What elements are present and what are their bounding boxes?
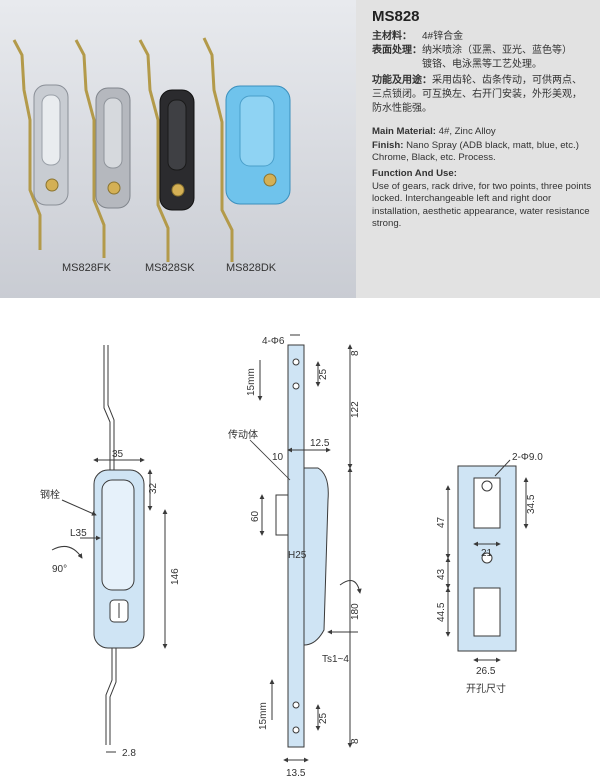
side-hole-1 [292, 358, 300, 366]
leader-bolt [61, 499, 97, 516]
technical-drawings: 35 32 146 L35 钢栓 90° 2.8 4-Φ6 8 25 122 1… [40, 334, 543, 779]
front-handle-grip [101, 479, 135, 591]
spec-en-finish: Finish: Nano Spray (ADB black, matt, blu… [372, 140, 594, 165]
cutout-view [445, 459, 529, 663]
front-rod-bottom [105, 648, 113, 745]
material-value-cn: 4#锌合金 [422, 31, 464, 42]
front-rod-top [107, 345, 115, 475]
cutout-hole-2 [481, 552, 493, 564]
front-view [51, 345, 168, 753]
spec-cn-function: 功能及用途：采用齿轮、齿条传动，可供两点、 [372, 74, 582, 88]
leader-gear [249, 439, 291, 481]
rotate-arrow-icon [51, 545, 83, 559]
side-dim-12-5: 12.5 [310, 438, 330, 449]
spec-cn-finish: 表面处理：纳米喷涂（亚黑、亚光、蓝色等） [372, 44, 572, 58]
side-rack-bar [287, 344, 305, 748]
cutout-label: 开孔尺寸 [466, 682, 506, 695]
cutout-hole-1 [481, 480, 493, 492]
side-dim-8-bottom: 8 [350, 738, 361, 744]
function-line3-cn: 防水性能强。 [372, 103, 432, 114]
model-title: MS828 [372, 8, 420, 25]
finish-label-cn: 表面处理： [372, 45, 422, 56]
front-dim-146: 146 [170, 568, 181, 585]
side-dim-122: 122 [350, 401, 361, 418]
side-dim-180: 180 [350, 603, 361, 620]
front-dim-32: 32 [148, 482, 159, 494]
side-dim-13-5: 13.5 [286, 768, 306, 779]
cutout-dim-43: 43 [436, 568, 447, 580]
front-dim-l35: L35 [70, 528, 87, 539]
front-label-bolt: 钢栓 [40, 488, 60, 501]
cutout-dim-34-5: 34.5 [526, 494, 537, 514]
function-label-en: Function And Use: [372, 168, 457, 179]
function-line1-cn: 采用齿轮、齿条传动，可供两点、 [432, 75, 582, 86]
cutout-slot-upper [473, 477, 501, 529]
finish-value-en: Nano Spray (ADB black, matt, blue, etc.)… [372, 140, 579, 164]
function-value-en: Use of gears, rack drive, for two points… [372, 181, 592, 230]
side-travel-bottom: 15mm [258, 702, 269, 730]
front-angle: 90° [52, 564, 67, 575]
spec-en-material: Main Material: 4#, Zinc Alloy [372, 126, 594, 138]
side-gear-block [275, 494, 289, 536]
side-dim-25-bottom: 25 [318, 712, 329, 724]
latch-matt [74, 39, 131, 258]
cutout-dim-21: 21 [481, 548, 493, 559]
finish-line2-cn: 镀铬、电泳黑等工艺处理。 [422, 59, 542, 70]
finish-line1-cn: 纳米喷涂（亚黑、亚光、蓝色等） [422, 45, 572, 56]
product-photo-panel: MS828FK MS828SK MS828DK [0, 0, 356, 298]
function-label-cn: 功能及用途： [372, 75, 432, 86]
side-hole-3 [292, 701, 300, 709]
side-rotate-arrow-icon [339, 580, 362, 594]
side-label-gear: 传动体 [228, 429, 258, 441]
front-rod-bottom-inner [109, 648, 117, 745]
caption-ms828fk: MS828FK [62, 262, 111, 274]
spec-en-function-label: Function And Use: [372, 168, 594, 180]
function-line2-cn: 三点锁闭。可互换左、右开门安装，外形美观， [372, 89, 582, 100]
front-rod-top-inner [103, 345, 111, 475]
cutout-dim-47: 47 [436, 516, 447, 528]
material-value-en: 4#, Zinc Alloy [438, 126, 496, 137]
cutout-dim-44-5: 44.5 [436, 602, 447, 622]
latch-black [138, 39, 195, 262]
product-photo-illustration [12, 37, 291, 262]
side-dim-60: 60 [250, 510, 261, 522]
finish-label-en: Finish: [372, 140, 404, 151]
side-travel-top: 15mm [246, 368, 257, 396]
side-dim-8-top: 8 [350, 350, 361, 356]
side-hole-4 [292, 726, 300, 734]
side-holes: 4-Φ6 [262, 336, 285, 347]
caption-ms828dk: MS828DK [226, 262, 277, 274]
side-hole-2 [292, 382, 300, 390]
latch-chrome [12, 39, 69, 250]
side-dim-10: 10 [272, 452, 284, 463]
material-label-en: Main Material: [372, 126, 436, 137]
front-dim-2-8: 2.8 [122, 748, 136, 759]
cutout-slot-lower [473, 587, 501, 637]
side-dim-25-top: 25 [318, 368, 329, 380]
spec-panel: MS828 主材料： 4#锌合金 表面处理：纳米喷涂（亚黑、亚光、蓝色等） 镀铬、… [356, 0, 600, 298]
cutout-holes: 2-Φ9.0 [512, 452, 543, 463]
cutout-dim-26-5: 26.5 [476, 666, 496, 677]
side-view [249, 334, 362, 763]
side-dim-h25: H25 [288, 550, 307, 561]
side-handle-body [303, 467, 329, 646]
caption-ms828sk: MS828SK [145, 262, 195, 274]
spec-cn-material: 主材料： 4#锌合金 [372, 30, 463, 44]
latch-blue [202, 37, 291, 262]
product-header: MS828FK MS828SK MS828DK MS828 主材料： 4#锌合金 … [0, 0, 600, 298]
material-label-cn: 主材料： [372, 31, 412, 42]
side-dim-ts: Ts1~4 [322, 654, 349, 665]
leader-cutout-holes [494, 459, 511, 477]
front-dim-35: 35 [112, 449, 124, 460]
